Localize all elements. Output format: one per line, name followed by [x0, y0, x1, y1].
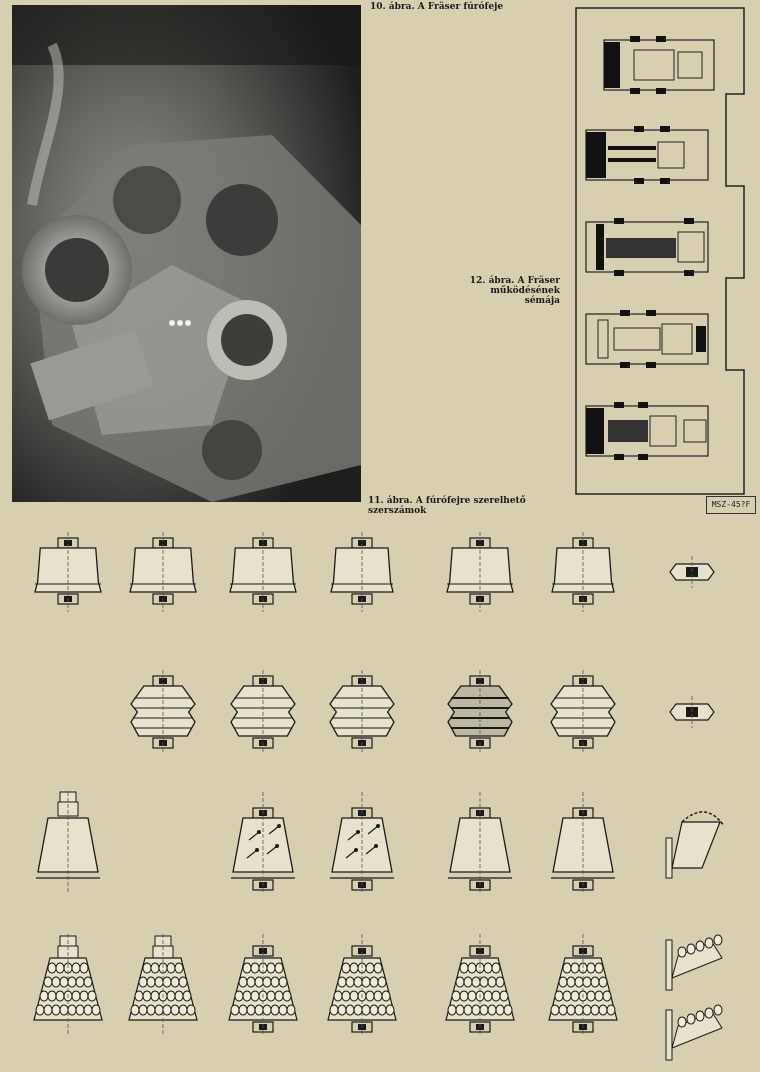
tool-cone	[551, 792, 615, 892]
schema-stage-3	[585, 218, 709, 276]
tool-small	[669, 696, 715, 728]
tool-tooth-tall	[128, 934, 198, 1036]
tool-tooth	[228, 934, 298, 1036]
figure-12-caption-line1: 12. ábra. A Fräser működésének	[469, 276, 560, 296]
schema-stage-5	[585, 402, 709, 460]
tool-tooth	[445, 934, 515, 1036]
tool-side-teeth	[665, 934, 723, 1061]
fraser-operation-schema	[574, 6, 754, 498]
tool-ribbed-dark	[447, 670, 513, 754]
tool-disc-a	[129, 532, 197, 612]
figure-11-caption: 11. ábra. A fúrófejre szerelhető szerszá…	[368, 496, 558, 516]
document-stamp: MSZ-45?F	[706, 496, 756, 514]
tool-small	[669, 556, 715, 588]
tool-cone-tall	[36, 791, 100, 892]
figure-11-caption-line1: 11. ábra. A fúrófejre szerelhető	[368, 496, 526, 506]
tool-disc-a	[34, 532, 102, 612]
schema-stage-4	[585, 310, 709, 368]
tool-tooth	[327, 934, 397, 1036]
tool-cone-arrows	[231, 792, 295, 892]
tool-disc-b	[330, 532, 394, 612]
tool-tooth-tall	[33, 934, 103, 1036]
tool-cone-arrows	[330, 792, 394, 892]
figure-12-caption-line2: sémája	[524, 296, 560, 306]
figure-10-caption: 10. ábra. A Fräser fúrófeje	[370, 2, 504, 12]
schema-stage-2	[585, 126, 709, 184]
tool-disc-a	[229, 532, 297, 612]
tools-figure	[0, 515, 760, 1068]
tool-disc-a	[446, 532, 514, 612]
tool-ribbed	[130, 670, 196, 754]
figure-11-caption-line2: szerszámok	[368, 506, 427, 516]
tool-ribbed	[550, 670, 616, 754]
tool-disc-b	[551, 532, 615, 612]
tool-tooth	[548, 934, 618, 1036]
figure-12-caption: 12. ábra. A Fräser működésének sémája	[400, 276, 560, 306]
tool-ribbed	[329, 670, 395, 754]
drill-head-photo	[12, 5, 361, 502]
tool-cone	[448, 792, 512, 892]
tool-side-cutter	[665, 811, 725, 879]
tool-ribbed	[230, 670, 296, 754]
schema-stage-1	[603, 36, 715, 94]
